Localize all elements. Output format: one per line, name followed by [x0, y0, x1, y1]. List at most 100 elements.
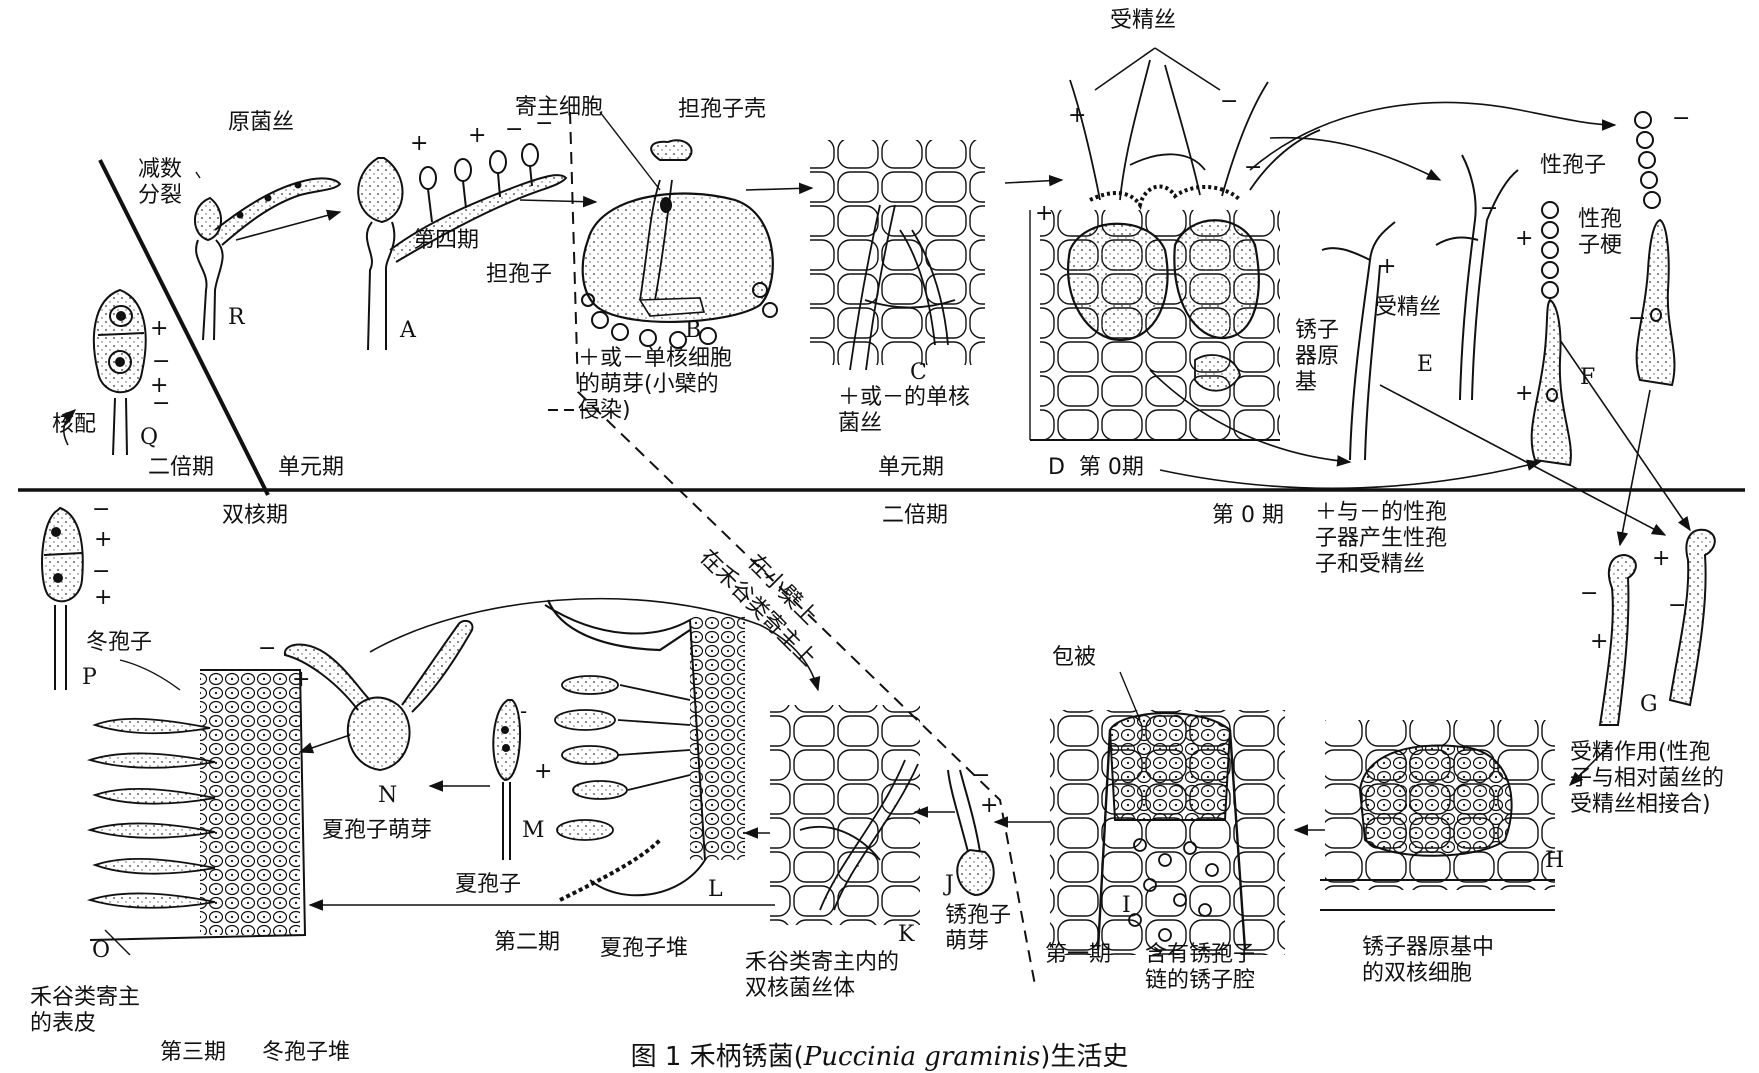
figure-caption: 图 1 禾柄锈菌(Puccinia graminis)生活史	[0, 1036, 1759, 1073]
svg-text:+: +	[1652, 546, 1670, 571]
svg-text:−: −	[258, 636, 276, 661]
caption-prefix: 图 1 禾柄锈菌(	[630, 1042, 804, 1072]
figure-f	[1530, 111, 1676, 467]
figure-a	[357, 143, 568, 351]
label-aecium-primordium: 锈子 器原 基	[1295, 318, 1340, 395]
letter-h: H	[1545, 848, 1565, 873]
figure-d	[1029, 59, 1321, 441]
figure-k	[770, 705, 920, 925]
figure-b	[581, 139, 778, 349]
svg-text:−: −	[152, 391, 170, 416]
figure-q	[93, 288, 147, 456]
figure-n	[283, 619, 474, 772]
figure-j	[947, 769, 995, 897]
label-stage4: 第四期	[413, 228, 480, 253]
label-meiosis: 减数 分裂	[138, 157, 183, 208]
svg-text:+: +	[980, 793, 998, 818]
label-haploid-mid: 单元期	[878, 455, 945, 480]
label-host-cell: 寄主细胞	[515, 95, 604, 120]
label-aecial-cavity: 含有锈孢子 链的锈子腔	[1145, 942, 1256, 993]
svg-text:+: +	[1515, 226, 1533, 251]
svg-text:−: −	[92, 559, 110, 584]
svg-text:−: −	[972, 763, 990, 788]
svg-text:−: −	[1668, 593, 1686, 618]
letter-n: N	[378, 783, 398, 808]
svg-text:−: −	[1220, 89, 1238, 114]
letter-k: K	[898, 922, 915, 947]
figure-l	[544, 599, 745, 902]
figure-o	[86, 669, 307, 941]
figure-p	[41, 506, 84, 690]
caption-latin: Puccinia graminis	[803, 1042, 1041, 1072]
svg-text:−: −	[1672, 106, 1690, 131]
svg-text:+: +	[94, 527, 112, 552]
label-teliospore: 冬孢子	[86, 630, 153, 655]
letter-b: B	[685, 318, 702, 343]
svg-text:−: −	[535, 111, 553, 136]
figure-c	[810, 140, 985, 371]
label-fertilization: 受精作用(性孢 子与相对菌丝的 受精丝相接合)	[1570, 740, 1725, 817]
letter-a: A	[400, 318, 416, 343]
label-basidiospore: 担孢子	[486, 262, 553, 287]
diagonal-divider	[98, 159, 270, 496]
label-mono-hypha: ＋或－的单核 菌丝	[838, 385, 971, 436]
svg-text:+: +	[1515, 381, 1533, 406]
figure-m	[492, 699, 521, 860]
letter-g: G	[1640, 692, 1658, 717]
figure-r	[194, 177, 342, 341]
svg-text:+: +	[150, 373, 168, 398]
label-telia: 冬孢子堆	[262, 1040, 351, 1065]
label-pycniospore: 性孢子	[1540, 153, 1607, 178]
label-stage0: 第 0 期	[1212, 503, 1284, 528]
label-basidiospore-shell: 担孢子壳	[678, 97, 767, 122]
caption-suffix: )生活史	[1040, 1042, 1129, 1072]
letter-j: J	[945, 872, 954, 897]
label-aeciospore-germ: 锈孢子 萌芽	[945, 903, 1012, 954]
label-host-epidermis: 禾谷类寄主 的表皮	[30, 985, 141, 1036]
svg-text:+: +	[1590, 629, 1608, 654]
label-stage1: 第一期	[1045, 942, 1112, 967]
letter-i: I	[1122, 893, 1131, 918]
letter-m: M	[522, 818, 545, 843]
label-diploid-lower: 二倍期	[882, 503, 949, 528]
svg-text:−: −	[1480, 196, 1498, 221]
svg-text:+: +	[468, 123, 486, 148]
label-germination-barberry: ＋或－单核细胞 的萌芽(小檗的 侵染)	[578, 346, 733, 423]
letter-f: F	[1580, 365, 1596, 390]
label-dikaryon-in-cereal: 禾谷类寄主内的 双核菌丝体	[745, 950, 900, 1001]
label-stage3: 第三期	[160, 1040, 227, 1065]
svg-text:−: −	[1628, 306, 1646, 331]
figure-i	[1050, 710, 1285, 955]
label-uredinia: 夏孢子堆	[600, 936, 689, 961]
letter-q: Q	[140, 425, 159, 450]
svg-text:-: -	[520, 699, 527, 723]
label-pycnia-produce: ＋与－的性孢 子器产生性孢 子和受精丝	[1315, 500, 1448, 577]
letter-e: E	[1417, 352, 1434, 377]
figure-e	[1321, 154, 1519, 461]
label-urediniospore: 夏孢子	[455, 872, 522, 897]
figure-g	[1598, 528, 1716, 726]
svg-text:+: +	[1068, 103, 1086, 128]
label-peridium: 包被	[1052, 645, 1097, 670]
figure-h	[1320, 720, 1555, 911]
label-haploid-upper: 单元期	[278, 455, 345, 480]
svg-text:−: −	[152, 349, 170, 374]
label-promycelium: 原菌丝	[228, 110, 295, 135]
label-diploid-upper: 二倍期	[148, 455, 215, 480]
svg-text:+: +	[534, 759, 552, 784]
label-stage2: 第二期	[494, 930, 561, 955]
label-karyogamy: 核配	[52, 412, 97, 437]
svg-text:+: +	[1378, 254, 1396, 279]
svg-text:+: +	[94, 585, 112, 610]
svg-text:−: −	[1580, 581, 1598, 606]
svg-text:−: −	[505, 117, 523, 142]
letter-c: C	[910, 360, 927, 385]
host-boundary-dashed	[569, 111, 1036, 986]
svg-text:+: +	[150, 316, 168, 341]
letter-o: O	[92, 938, 111, 963]
label-stage0-d: D 第 0期	[1048, 455, 1144, 480]
label-urediniospore-germ: 夏孢子萌芽	[322, 818, 433, 843]
letter-p: P	[82, 665, 97, 690]
